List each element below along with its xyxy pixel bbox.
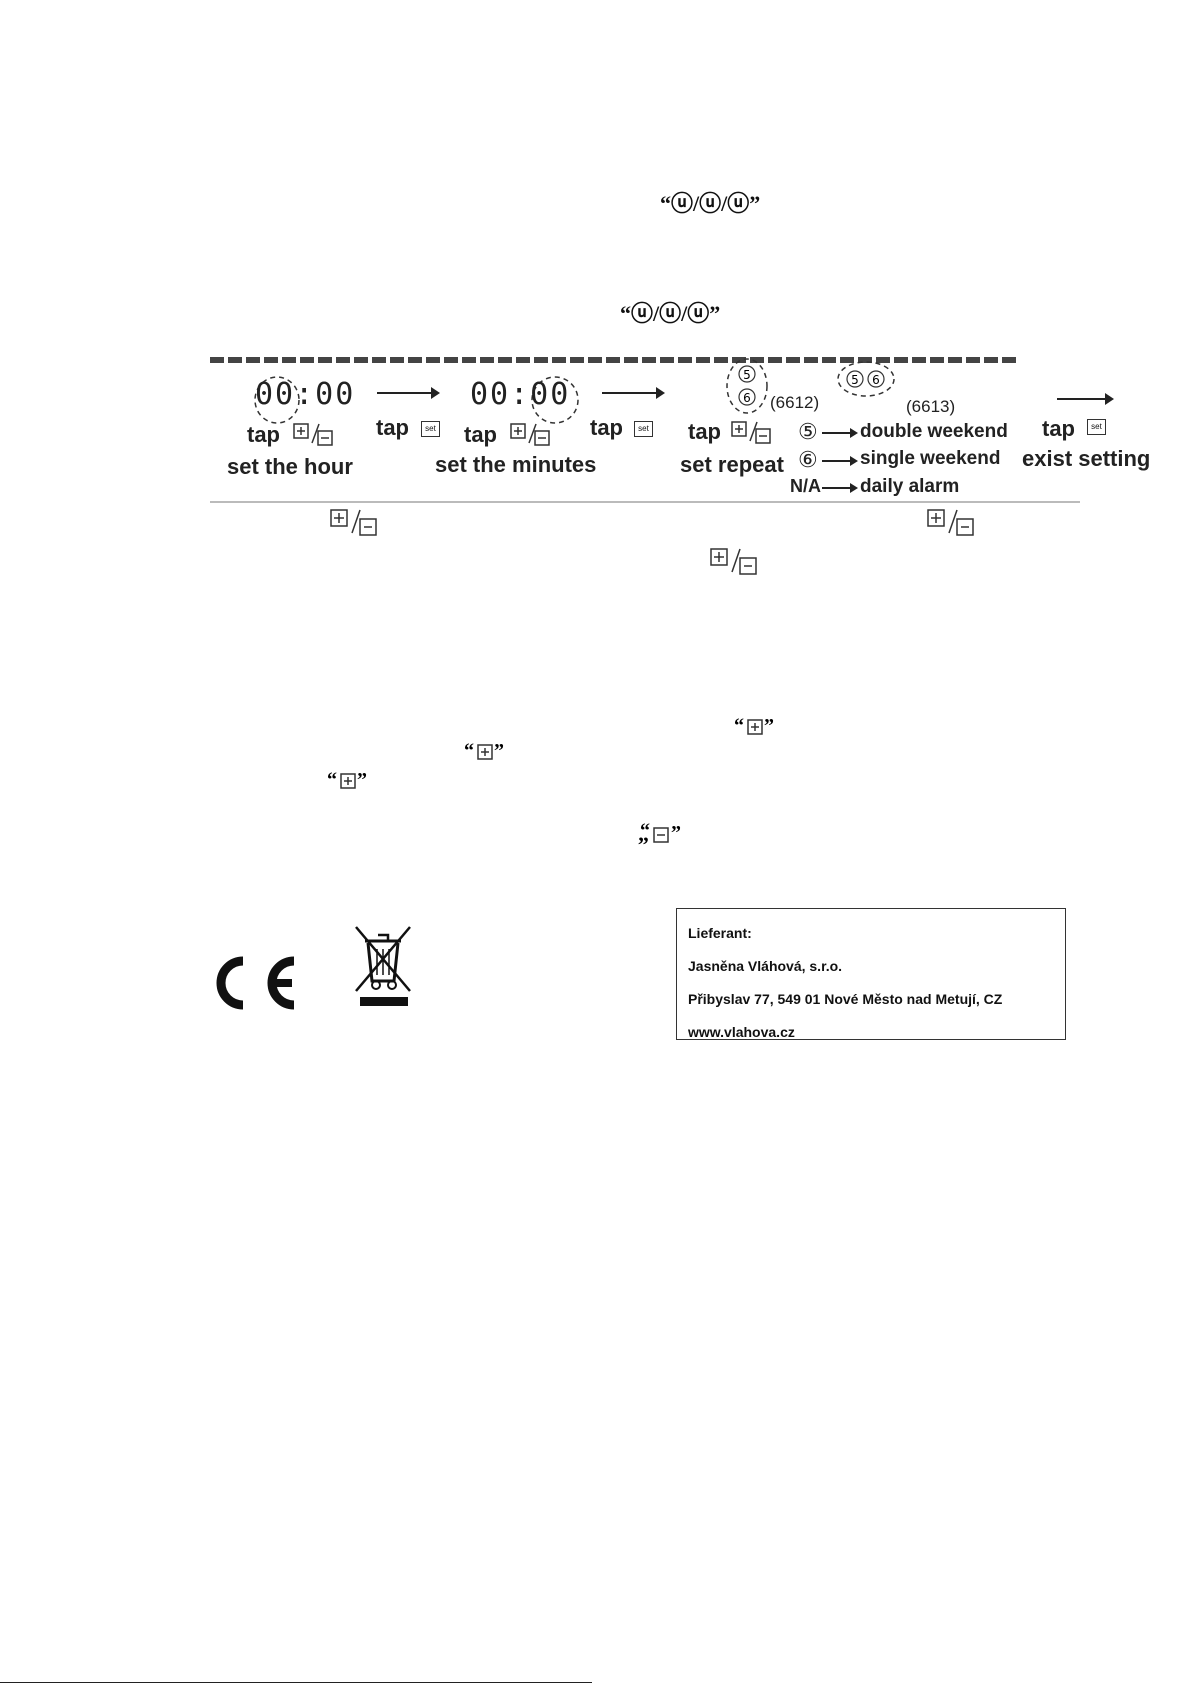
svg-text:6: 6: [872, 373, 880, 387]
plus-minus-icon: [330, 507, 378, 537]
minutes-highlight-circle: [531, 376, 579, 424]
supplier-address: Přibyslav 77, 549 01 Nové Město nad Metu…: [688, 991, 1003, 1007]
svg-text:”: ”: [357, 770, 367, 791]
svg-text:“: “: [327, 770, 337, 791]
diagram-bottom-rule: [210, 501, 1080, 503]
alarm-icons-quote-2: “ⓤ/ⓤ/ⓤ”: [620, 296, 720, 328]
legend-symbol-na: N/A: [790, 476, 821, 496]
svg-text:“: “: [734, 716, 744, 737]
hour-highlight-circle: [254, 376, 300, 424]
alarm-icons-text-2: “ⓤ/ⓤ/ⓤ”: [620, 301, 721, 326]
svg-text:“: “: [464, 741, 474, 762]
quoted-minus-key: „“ ”: [638, 820, 690, 854]
step3-caption: set repeat: [680, 452, 784, 477]
svg-text:5: 5: [743, 368, 751, 382]
plus-minus-icon: [293, 421, 333, 447]
legend-text-double-weekend: double weekend: [860, 421, 1008, 442]
step1-display: 00:00: [255, 377, 356, 412]
svg-text:5: 5: [851, 373, 859, 387]
svg-text:6: 6: [743, 391, 751, 405]
plus-minus-icon: [710, 546, 758, 576]
arrow-right-icon: [1057, 393, 1114, 405]
svg-text:”: ”: [764, 716, 774, 737]
model-6612: (6612): [770, 393, 820, 412]
repeat-highlight-circle: 5 6: [726, 358, 768, 414]
repeat-highlight-circle-2: 5 6: [837, 361, 895, 397]
legend-symbol-6: ⑥: [798, 447, 818, 472]
step3-tap-label: tap: [688, 419, 721, 444]
set-key-icon: set: [634, 421, 653, 437]
quoted-plus-key-2: “”: [464, 740, 510, 770]
svg-text:”: ”: [671, 823, 681, 844]
step2-caption: set the minutes: [435, 452, 597, 477]
arrow-right-icon: [822, 428, 858, 438]
step2-display: 00:00: [470, 377, 571, 412]
arrow-right-icon: [822, 483, 858, 493]
supplier-name: Jasněna Vláhová, s.r.o.: [688, 958, 843, 974]
step1-caption: set the hour: [227, 454, 353, 479]
legend-text-daily-alarm: daily alarm: [860, 476, 960, 497]
weee-crossed-bin-icon: [355, 926, 411, 1006]
alarm-setting-diagram: 00:00 tap set the hour tap set 00:00 tap…: [210, 357, 1151, 503]
supplier-heading: Lieferant:: [688, 925, 752, 941]
arrow-right-icon: [377, 387, 440, 399]
cropped-text-strip: [210, 357, 1018, 363]
quoted-plus-key-1: “”: [734, 715, 780, 745]
step2-tap-label: tap: [464, 422, 497, 447]
step4-caption: exist setting: [1022, 446, 1151, 471]
alarm-icons-quote-1: “ⓤ/ⓤ/ⓤ”: [660, 186, 760, 218]
quoted-plus-key-3: “”: [327, 769, 373, 799]
footer-rule: [0, 1682, 592, 1683]
arrow2-tap-label: tap: [590, 415, 623, 440]
plus-minus-icon: [927, 507, 975, 537]
arrow-right-icon: [822, 456, 858, 466]
set-key-icon: set: [421, 421, 440, 437]
alarm-icons-text-1: “ⓤ/ⓤ/ⓤ”: [660, 191, 761, 216]
plus-minus-icon: [731, 419, 771, 445]
plus-minus-icon: [510, 421, 550, 447]
step4-tap-label: tap: [1042, 416, 1075, 441]
arrow1-tap-label: tap: [376, 415, 409, 440]
svg-text:„: „: [638, 823, 649, 846]
svg-text:”: ”: [494, 741, 504, 762]
svg-text:“: “: [640, 823, 650, 842]
arrow-right-icon: [602, 387, 665, 399]
legend-text-single-weekend: single weekend: [860, 448, 1001, 469]
legend-symbol-5: ⑤: [798, 419, 818, 444]
model-6613: (6613): [906, 397, 956, 416]
ce-mark-icon: [216, 956, 295, 1010]
step1-tap-label: tap: [247, 422, 280, 447]
supplier-website: www.vlahova.cz: [688, 1024, 795, 1040]
set-key-icon: set: [1087, 419, 1106, 435]
supplier-info-box: Lieferant: Jasněna Vláhová, s.r.o. Přiby…: [676, 908, 1066, 1040]
